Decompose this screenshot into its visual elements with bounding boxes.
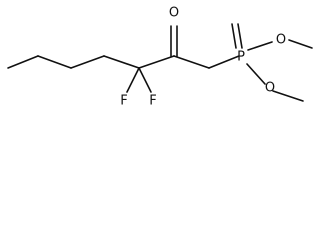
methoxy-oxygen-1-label: O	[276, 33, 286, 48]
phosphoryl-bond-a	[231, 23, 237, 49]
bond-c5-c6	[138, 55, 175, 69]
bond-o-methoxy-1-ch3	[288, 39, 313, 49]
bond-o-methoxy-2-ch3	[272, 90, 304, 102]
methoxy-oxygen-2-label: O	[265, 81, 275, 96]
bond-c7-p	[208, 55, 240, 69]
keto-oxygen-label: O	[169, 6, 179, 21]
bond-c6-c7	[173, 55, 210, 69]
skeletal-structure: O P O O F F	[7, 6, 313, 109]
bond-c1-c2	[7, 55, 39, 69]
bond-c4-c5	[103, 55, 140, 69]
bond-c2-c3	[37, 55, 72, 69]
structure-canvas: O P O O F F	[0, 0, 320, 114]
phosphoryl-bond-b	[237, 23, 243, 49]
bond-c5-f1	[126, 67, 140, 93]
bond-p-o-methoxy-1	[247, 41, 273, 51]
bond-c5-f2	[138, 67, 152, 93]
fluorine-1-label: F	[120, 94, 127, 109]
fluorine-2-label: F	[149, 94, 156, 109]
phosphorus-label: P	[237, 50, 245, 65]
bond-p-o-methoxy-2	[246, 63, 266, 85]
bond-c3-c4	[70, 55, 105, 69]
